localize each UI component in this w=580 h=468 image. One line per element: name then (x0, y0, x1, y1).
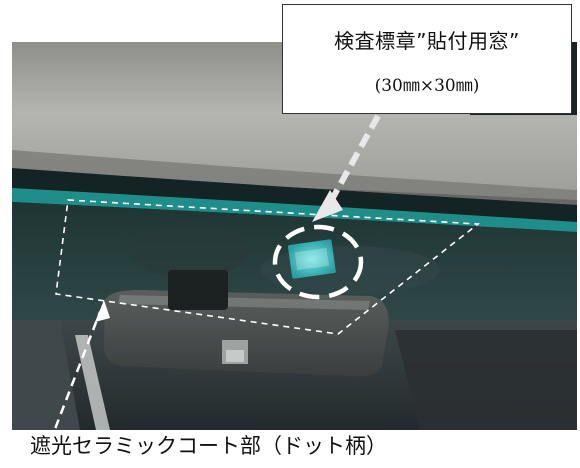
window-label-title: 検査標章”貼付用窓” (334, 29, 520, 53)
sticker-highlight-circle (272, 224, 364, 300)
top-dark-band (12, 168, 577, 222)
caption-arrow-line (48, 311, 102, 443)
window-label-box: 検査標章”貼付用窓” (30㎜×30㎜) (282, 4, 572, 114)
mirror-mount (168, 270, 228, 310)
pillar-white (75, 335, 110, 430)
glass-reflection (130, 222, 250, 278)
inspection-sticker (287, 239, 336, 279)
ceramic-coat-caption: 遮光セラミックコート部（ドット柄） (30, 434, 387, 458)
seat-shape (395, 330, 577, 430)
pointer-arrow-head (312, 190, 343, 222)
pillar-left (12, 320, 80, 430)
window-label-size: (30㎜×30㎜) (374, 76, 480, 96)
roof-liner-edge (12, 150, 577, 205)
caption-arrow-head (95, 300, 110, 322)
ceramic-coat-outline (55, 199, 481, 335)
mirror-stem-shadow (226, 350, 244, 362)
